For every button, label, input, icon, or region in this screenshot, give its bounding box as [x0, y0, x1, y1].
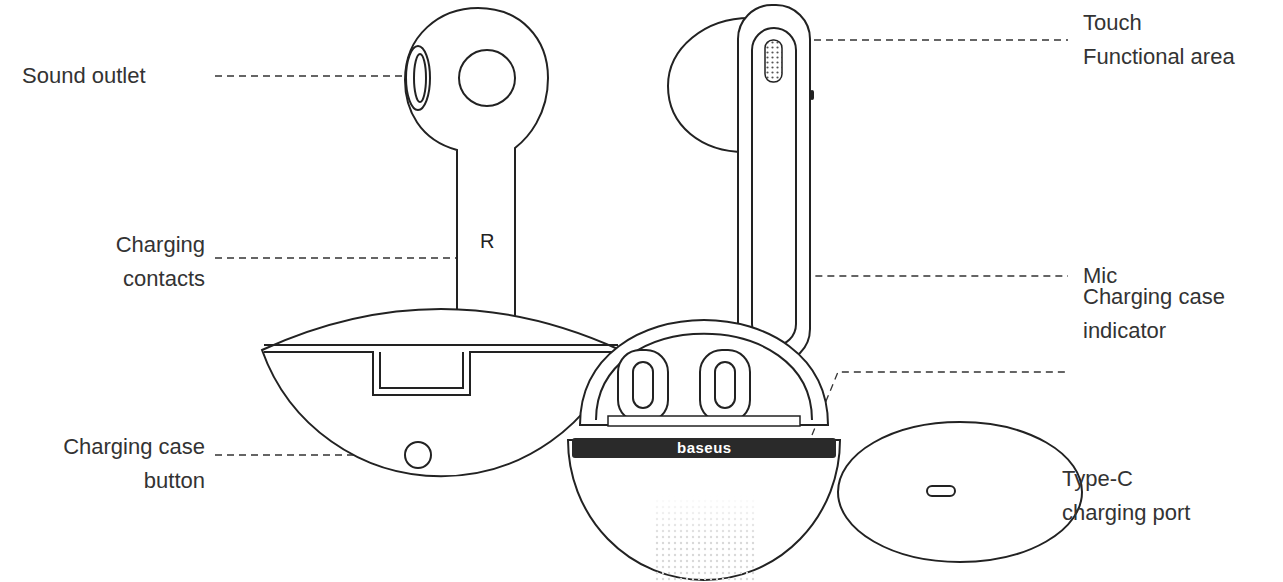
part-label: Touch Functional area: [1083, 6, 1243, 74]
part-label: Charging contacts: [95, 228, 205, 296]
part-label: Charging case button: [45, 430, 205, 498]
part-label: Charging case indicator: [1083, 280, 1243, 348]
brand-logo: baseus: [677, 440, 732, 457]
part-label: Type-C charging port: [1062, 462, 1212, 530]
part-label: Sound outlet: [22, 59, 146, 93]
side-marking: R: [480, 230, 494, 252]
